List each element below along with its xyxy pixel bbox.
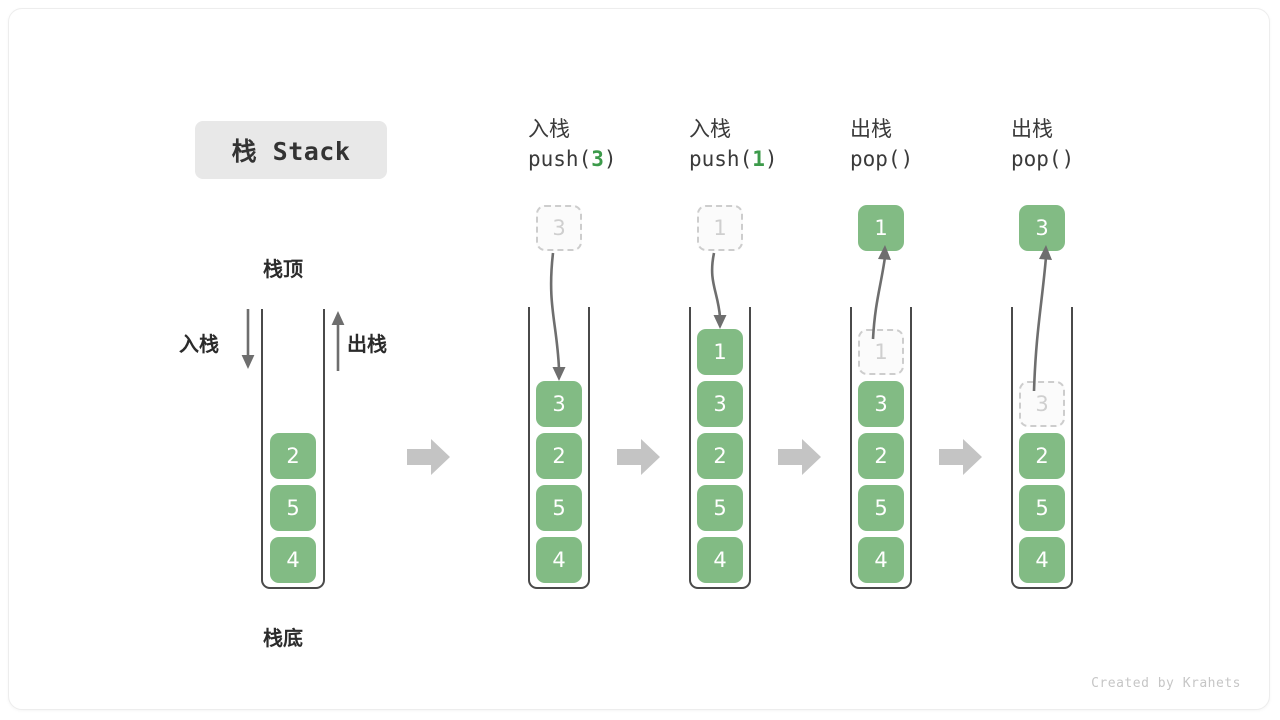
step-arrow-1 — [407, 437, 451, 477]
stack-cell: 2 — [697, 433, 743, 479]
pending-element: 3 — [536, 205, 582, 251]
stack-cell: 5 — [858, 485, 904, 531]
stack-cell: 4 — [858, 537, 904, 583]
stack-cell: 5 — [697, 485, 743, 531]
code-prefix: push( — [689, 147, 753, 172]
step-arrow-2 — [617, 437, 661, 477]
column-operation-label: 入栈 — [528, 117, 570, 141]
stack-items: 1 3 2 5 4 — [689, 329, 751, 583]
step-arrow-4 — [939, 437, 983, 477]
code-argument: 1 — [752, 147, 765, 172]
stack-channel — [261, 309, 325, 589]
push-direction-arrow — [237, 309, 259, 371]
column-operation-code: pop() — [1011, 144, 1074, 174]
stack-cell: 4 — [697, 537, 743, 583]
page-title: 栈 Stack — [195, 121, 387, 179]
step-arrow-3 — [778, 437, 822, 477]
code-prefix: push( — [528, 147, 592, 172]
code-suffix: ) — [603, 147, 617, 172]
popped-element: 3 — [1019, 205, 1065, 251]
stack-items: 1 3 2 5 4 — [850, 329, 912, 583]
footer-credit: Created by Krahets — [1091, 676, 1241, 691]
code-suffix: ) — [764, 147, 778, 172]
legend-stack-items: 2 5 4 — [261, 433, 325, 583]
column-header-2: 入栈 push(1) — [689, 114, 778, 175]
stack-channel — [850, 307, 912, 589]
stack-cell-ghost: 3 — [1019, 381, 1065, 427]
stack-cell: 5 — [1019, 485, 1065, 531]
stack-cell: 4 — [536, 537, 582, 583]
pending-element: 1 — [697, 205, 743, 251]
stack-channel — [528, 307, 590, 589]
stack-cell: 5 — [536, 485, 582, 531]
stack-container-1: 3 2 5 4 — [528, 307, 590, 589]
pop-motion-arrow — [9, 9, 1269, 709]
stack-items: 3 2 5 4 — [528, 381, 590, 583]
column-header-1: 入栈 push(3) — [528, 114, 617, 175]
legend-stack-container: 2 5 4 — [261, 309, 325, 589]
stack-bottom-label: 栈底 — [263, 626, 303, 650]
stack-top-label: 栈顶 — [263, 257, 303, 281]
popped-element: 1 — [858, 205, 904, 251]
stack-cell: 2 — [1019, 433, 1065, 479]
column-operation-label: 入栈 — [689, 117, 731, 141]
push-motion-arrow — [9, 9, 1269, 709]
column-operation-code: push(1) — [689, 144, 778, 174]
stack-cell: 2 — [858, 433, 904, 479]
column-operation-code: push(3) — [528, 144, 617, 174]
stack-cell: 3 — [536, 381, 582, 427]
code-suffix: ) — [1061, 147, 1075, 172]
stack-cell: 3 — [858, 381, 904, 427]
stack-container-2: 1 3 2 5 4 — [689, 307, 751, 589]
code-argument: 3 — [591, 147, 604, 172]
column-header-3: 出栈 pop() — [850, 114, 913, 175]
column-operation-label: 出栈 — [850, 117, 892, 141]
stack-channel — [1011, 307, 1073, 589]
stack-cell: 4 — [1019, 537, 1065, 583]
stack-items: 3 2 5 4 — [1011, 381, 1073, 583]
stack-cell: 2 — [536, 433, 582, 479]
pop-label: 出栈 — [347, 332, 387, 356]
stack-cell-ghost: 1 — [858, 329, 904, 375]
diagram-card: 栈 Stack 栈顶 栈底 入栈 出栈 2 5 4 — [8, 8, 1270, 710]
column-operation-label: 出栈 — [1011, 117, 1053, 141]
stack-cell: 3 — [697, 381, 743, 427]
stack-container-3: 1 3 2 5 4 — [850, 307, 912, 589]
push-label: 入栈 — [179, 332, 219, 356]
code-prefix: pop( — [1011, 147, 1062, 172]
code-suffix: ) — [900, 147, 914, 172]
code-prefix: pop( — [850, 147, 901, 172]
stack-cell: 5 — [270, 485, 316, 531]
pop-motion-arrow — [9, 9, 1269, 709]
push-motion-arrow — [9, 9, 1269, 709]
stack-cell: 1 — [697, 329, 743, 375]
column-header-4: 出栈 pop() — [1011, 114, 1074, 175]
pop-direction-arrow — [327, 309, 349, 371]
column-operation-code: pop() — [850, 144, 913, 174]
stack-cell: 4 — [270, 537, 316, 583]
stack-channel — [689, 307, 751, 589]
stack-cell: 2 — [270, 433, 316, 479]
stack-container-4: 3 2 5 4 — [1011, 307, 1073, 589]
